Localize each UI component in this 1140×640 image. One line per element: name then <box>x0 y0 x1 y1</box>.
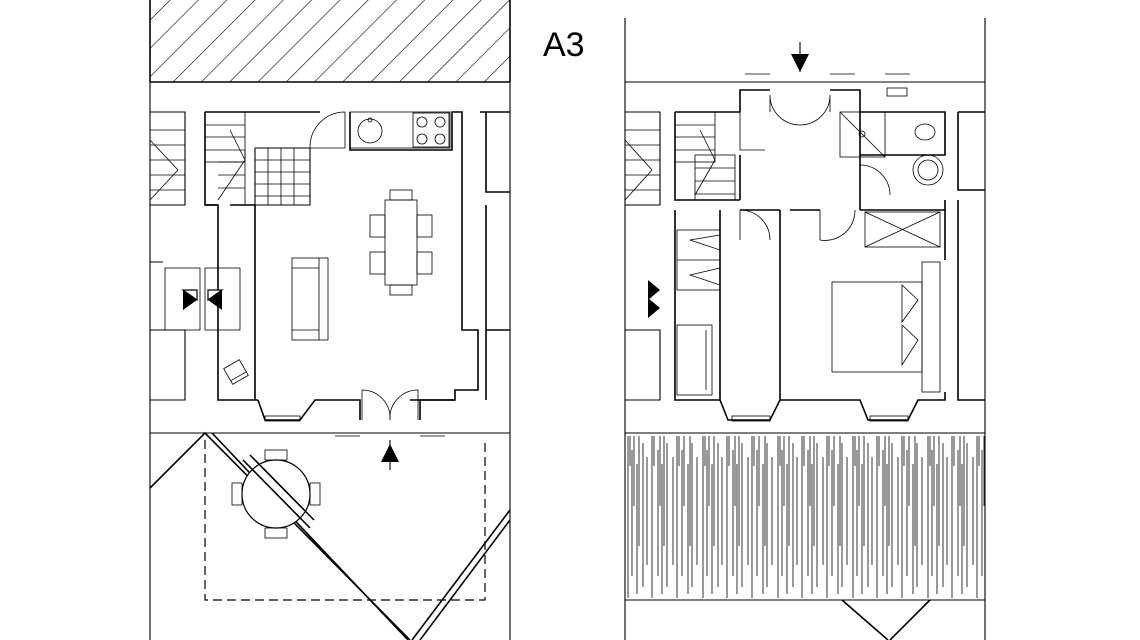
double-bed <box>831 261 941 393</box>
entrance-door-first[interactable] <box>745 73 910 126</box>
first-floor-plan <box>624 18 986 640</box>
entrance-arrow-first <box>791 42 809 72</box>
bathroom <box>839 111 944 196</box>
deck-boards <box>627 436 985 598</box>
entrance-arrow-ground <box>381 440 399 470</box>
neighbour-stair-left <box>149 129 185 201</box>
wardrobe <box>676 229 721 396</box>
sofa <box>291 257 329 341</box>
door-swing <box>309 111 346 149</box>
closet <box>864 211 941 248</box>
exterior-wall <box>205 111 479 401</box>
ground-floor-plan <box>149 0 511 640</box>
armchair <box>223 359 249 385</box>
stove-units <box>164 267 241 331</box>
kitchen-counter <box>349 111 451 149</box>
dining-table <box>369 189 433 296</box>
terrace-table <box>231 449 321 539</box>
staircase <box>204 111 310 205</box>
neighbour-wall-left <box>150 111 186 401</box>
entrance-door-ground[interactable] <box>335 389 445 437</box>
unit-label: A3 <box>543 26 585 64</box>
pergola-diagonal <box>150 431 411 640</box>
hatched-roof-strip <box>150 0 510 82</box>
